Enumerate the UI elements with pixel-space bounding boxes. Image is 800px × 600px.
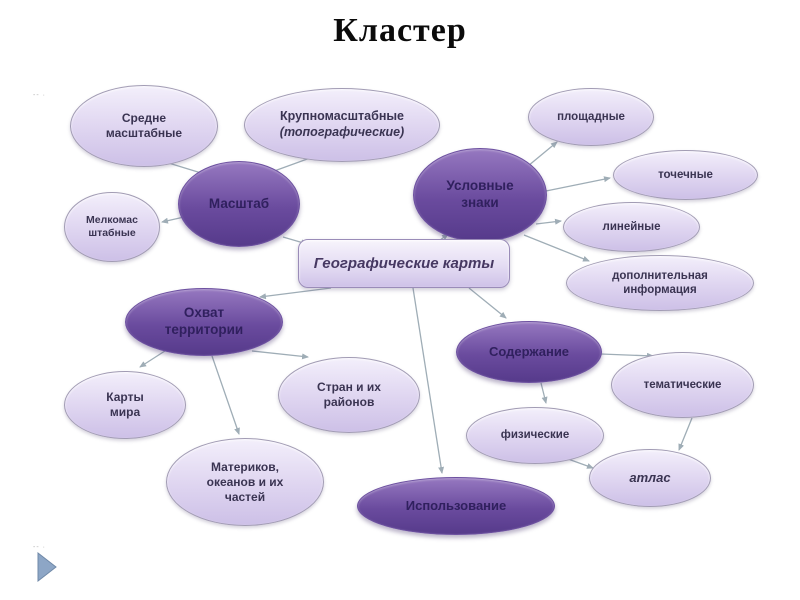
node-ploshchadnye: площадные <box>528 88 654 146</box>
edge-center-ispolzovanie <box>412 287 445 474</box>
edge-okhvat-karty <box>139 348 169 368</box>
node-ispolzovanie: Использование <box>357 477 555 535</box>
edge-okhvat-materikov <box>211 355 240 435</box>
node-karty-mira: Карты мира <box>64 371 186 439</box>
smudge-mark-top: ‐‐ · <box>33 92 46 99</box>
node-lineynye: линейные <box>563 202 700 252</box>
node-dopolnitelnaya-informatsiya: дополнительная информация <box>566 255 754 311</box>
node-krupnomasshtabnye-line2: (топографические) <box>279 125 405 139</box>
edge-uslovnye-ploshchadnye <box>527 141 558 167</box>
edge-uslovnye-lineynye <box>535 218 562 225</box>
node-materikov-okeanov: Материков, океанов и их частей <box>166 438 324 526</box>
edge-okhvat-stran <box>251 350 309 360</box>
node-geograficheskie-karty: Географические карты <box>298 239 510 288</box>
edge-soderzhanie-fizicheskie <box>540 382 548 404</box>
play-icon[interactable] <box>36 551 58 583</box>
edge-fizicheskie-atlas <box>567 458 594 469</box>
page-title: Кластер <box>333 12 467 49</box>
node-tochechnye: точечные <box>613 150 758 200</box>
node-masshtab: Масштаб <box>178 161 300 247</box>
edge-center-soderzhanie <box>468 287 507 319</box>
node-fizicheskie: физические <box>466 407 604 464</box>
node-okhvat-territorii: Охват территории <box>125 288 283 356</box>
node-uslovnye-znaki: Условные знаки <box>413 148 547 242</box>
node-stran-i-ikh-rayonov: Стран и их районов <box>278 357 420 433</box>
node-krupnomasshtabnye: Крупномасштабные (топографические) <box>244 88 440 162</box>
edge-center-okhvat <box>259 287 332 300</box>
node-melkomasshtabnye: Мелкомас штабные <box>64 192 160 262</box>
node-soderzhanie: Содержание <box>456 321 602 383</box>
node-srednie-masshtabnye: Средне масштабные <box>70 85 218 167</box>
node-tematicheskie: тематические <box>611 352 754 418</box>
node-atlas: атлас <box>589 449 711 507</box>
edge-uslovnye-tochechnye <box>545 176 611 192</box>
node-krupnomasshtabnye-line1: Крупномасштабные <box>280 109 404 124</box>
smudge-mark-bottom: ‐‐ · <box>33 544 46 551</box>
edge-tematicheskie-atlas <box>678 417 693 451</box>
